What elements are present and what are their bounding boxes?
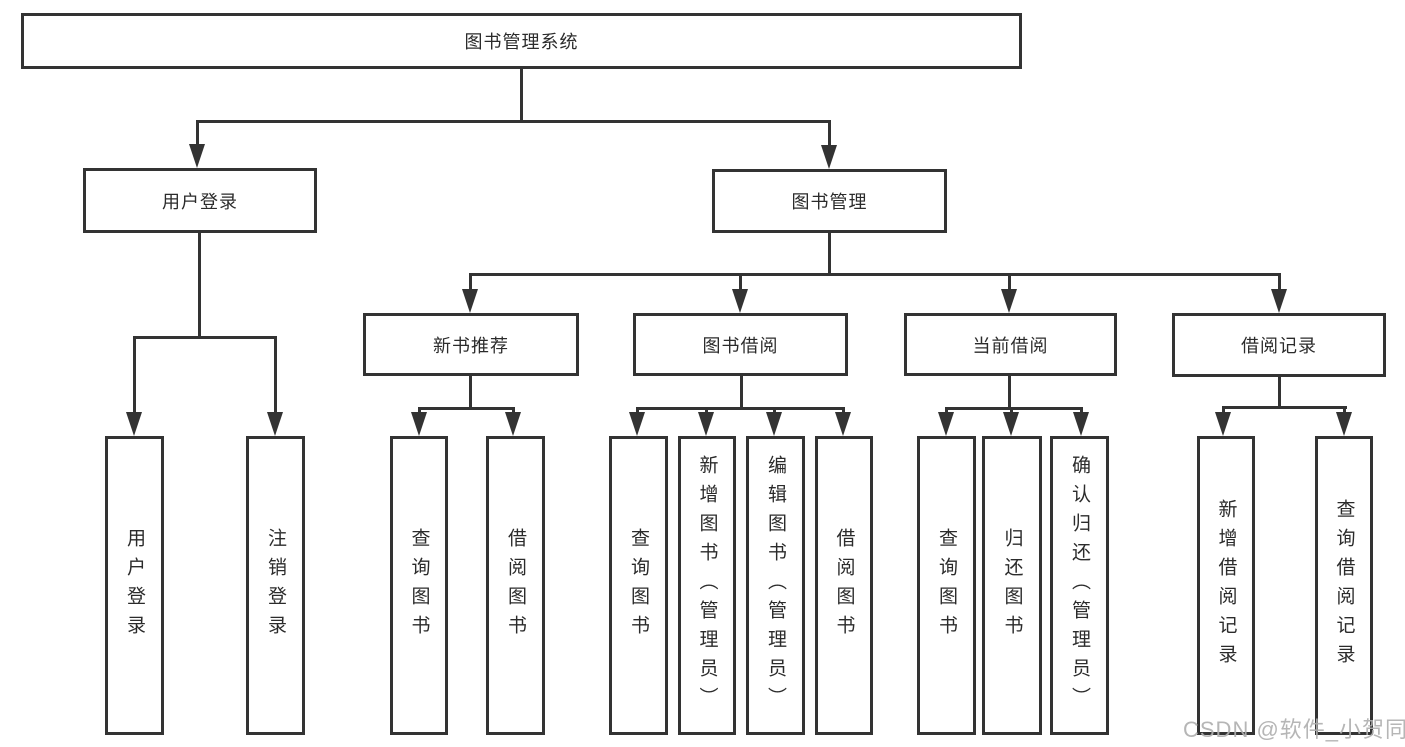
node-label: 图书管理系统 [464, 32, 579, 52]
node-book-management: 图书管理 [712, 169, 947, 233]
node-label: 确认归还（管理员） [1069, 455, 1090, 716]
node-label: 新增借阅记录 [1215, 498, 1237, 673]
node-query-books-current: 查询图书 [917, 436, 976, 735]
connector-drop [196, 120, 199, 148]
arrowhead-down-icon [1073, 412, 1089, 436]
connector-current-rail [945, 407, 1083, 410]
connector-drop [636, 407, 639, 415]
node-label: 查询图书 [936, 527, 957, 644]
connector-drop [1080, 407, 1083, 415]
arrowhead-down-icon [732, 289, 748, 313]
node-current-borrowing: 当前借阅 [904, 313, 1117, 376]
connector-root-rail [196, 120, 831, 123]
connector-borrowing-stem [740, 376, 743, 407]
node-label: 查询图书 [408, 527, 430, 644]
node-query-borrow-record: 查询借阅记录 [1315, 436, 1373, 735]
node-label: 查询借阅记录 [1333, 498, 1355, 673]
node-query-books-borrowing: 查询图书 [609, 436, 668, 735]
arrowhead-down-icon [629, 412, 645, 436]
node-label: 查询图书 [628, 527, 649, 644]
connector-drop [1278, 273, 1281, 291]
node-label: 新书推荐 [433, 335, 509, 356]
arrowhead-down-icon [1271, 289, 1287, 313]
node-label: 当前借阅 [972, 335, 1049, 356]
node-label: 用户登录 [162, 191, 238, 212]
csdn-watermark: CSDN @软件_小贺同学 [1183, 717, 1405, 742]
connector-drop [945, 407, 948, 415]
connector-records-rail [1222, 406, 1347, 409]
node-borrow-books-borrowing: 借阅图书 [815, 436, 873, 735]
connector-drop [418, 407, 421, 415]
arrowhead-down-icon [835, 412, 851, 436]
arrowhead-down-icon [1003, 412, 1019, 436]
node-label: 用户登录 [124, 527, 145, 644]
node-add-books-admin: 新增图书（管理员） [678, 436, 736, 735]
node-logout: 注销登录 [246, 436, 305, 735]
node-label: 归还图书 [1001, 527, 1023, 644]
connector-drop [1008, 273, 1011, 291]
connector-records-stem [1278, 377, 1281, 406]
node-user-login-leaf: 用户登录 [105, 436, 164, 735]
connector-drop [1010, 407, 1013, 415]
arrowhead-down-icon [1001, 289, 1017, 313]
node-query-books-recommend: 查询图书 [390, 436, 448, 735]
arrowhead-down-icon [821, 145, 837, 169]
node-user-login: 用户登录 [83, 168, 317, 233]
node-label: 编辑图书（管理员） [765, 455, 786, 716]
connector-userlogin-stem [198, 233, 201, 336]
connector-drop [512, 407, 515, 415]
arrowhead-down-icon [766, 412, 782, 436]
arrowhead-down-icon [189, 144, 205, 168]
node-label: 新增图书（管理员） [696, 455, 718, 716]
arrowhead-down-icon [1336, 412, 1352, 436]
connector-drop [842, 407, 845, 415]
node-confirm-return-admin: 确认归还（管理员） [1050, 436, 1109, 735]
connector-drop [828, 120, 831, 148]
arrowhead-down-icon [1215, 412, 1231, 436]
connector-userlogin-rail [133, 336, 277, 339]
connector-current-stem [1008, 376, 1011, 407]
connector-drop [274, 336, 277, 414]
connector-drop [739, 273, 742, 291]
connector-drop [773, 407, 776, 415]
node-library-management-system: 图书管理系统 [21, 13, 1022, 69]
arrowhead-down-icon [938, 412, 954, 436]
node-label: 注销登录 [265, 527, 286, 644]
node-label: 图书借阅 [702, 335, 779, 356]
arrowhead-down-icon [698, 412, 714, 436]
connector-drop [1343, 406, 1346, 415]
node-new-book-recommendation: 新书推荐 [363, 313, 579, 376]
node-borrow-books-recommend: 借阅图书 [486, 436, 545, 735]
connector-bookmgmt-stem [828, 233, 831, 273]
arrowhead-down-icon [462, 289, 478, 313]
arrowhead-down-icon [505, 412, 521, 436]
node-label: 借阅图书 [505, 527, 526, 644]
arrowhead-down-icon [126, 412, 142, 436]
node-label: 借阅记录 [1241, 336, 1317, 356]
arrowhead-down-icon [267, 412, 283, 436]
arrowhead-down-icon [411, 412, 427, 436]
node-label: 图书管理 [791, 192, 868, 212]
connector-bookmgmt-rail [469, 273, 1281, 276]
connector-recommend-rail [418, 407, 515, 410]
connector-drop [705, 407, 708, 415]
connector-drop [1222, 406, 1225, 415]
connector-drop [133, 336, 136, 414]
node-edit-books-admin: 编辑图书（管理员） [746, 436, 805, 735]
node-add-borrow-record: 新增借阅记录 [1197, 436, 1255, 735]
node-borrowing-records: 借阅记录 [1172, 313, 1386, 377]
connector-root-stem [520, 69, 523, 120]
node-return-books: 归还图书 [982, 436, 1042, 735]
connector-drop [469, 273, 472, 291]
connector-borrowing-rail [636, 407, 845, 410]
node-label: 借阅图书 [833, 527, 855, 644]
node-book-borrowing: 图书借阅 [633, 313, 848, 376]
connector-recommend-stem [469, 376, 472, 407]
